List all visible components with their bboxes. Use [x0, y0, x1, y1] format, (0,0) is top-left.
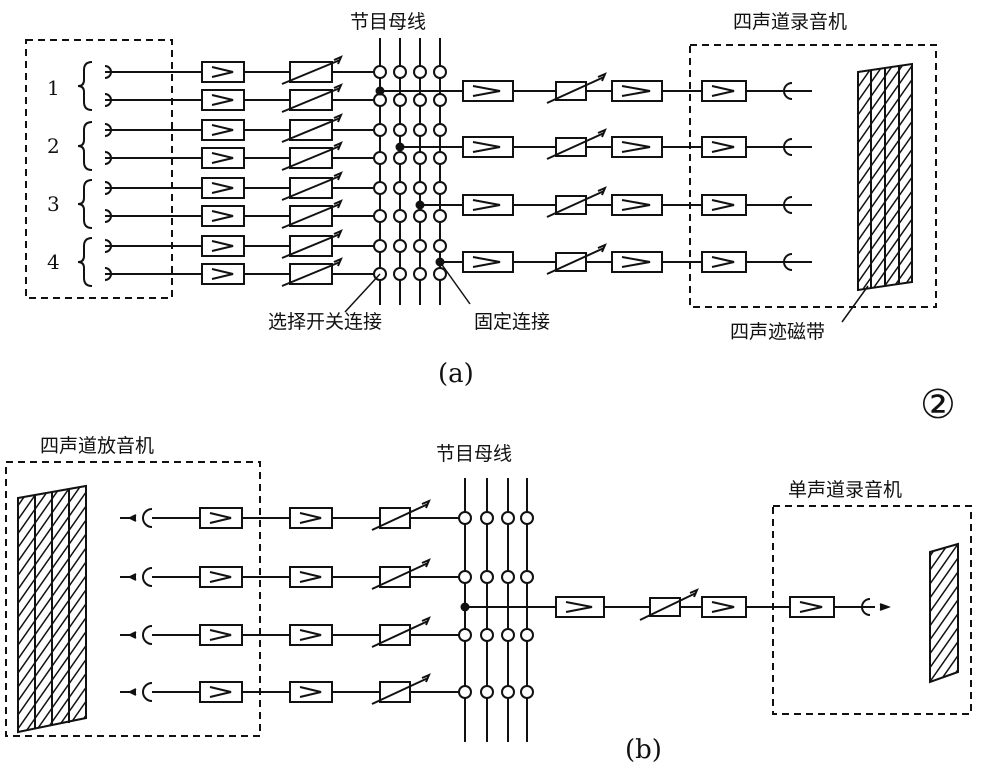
mono-recorder-box [772, 505, 972, 715]
input-row [104, 83, 380, 113]
group-number-4: 4 [47, 250, 60, 274]
mono-tape [929, 542, 959, 684]
diagram-a [25, 38, 937, 323]
fixed-connection-label: 固定连接 [474, 311, 550, 333]
input-row [104, 229, 380, 259]
diagram-b [5, 461, 972, 742]
bus-title-b: 节目母线 [436, 443, 512, 465]
program-bus-b [464, 478, 528, 742]
input-row [104, 171, 380, 201]
caption-a: (a) [438, 359, 474, 389]
output-channel-rows [375, 86, 812, 267]
player-title-b: 四声道放音机 [40, 435, 154, 457]
four-channel-player-box [5, 461, 261, 737]
input-row [104, 55, 380, 85]
output-row-components [462, 72, 793, 275]
four-channel-recorder-box [689, 44, 937, 308]
input-source-box [25, 39, 173, 299]
input-channel-rows [104, 55, 380, 287]
four-track-tape-a [857, 62, 913, 292]
group-braces [77, 61, 93, 287]
recorder-title-b: 单声道录音机 [788, 479, 902, 501]
tape-label-a: 四声迹磁带 [730, 321, 825, 343]
figure-number: ② [920, 382, 956, 428]
recorder-title-a: 四声道录音机 [733, 11, 847, 33]
player-rows [120, 499, 464, 705]
mono-output-row [460, 588, 891, 621]
program-bus-a [379, 38, 441, 305]
bus-switch-points-a [373, 65, 447, 281]
input-row [104, 257, 380, 287]
input-row [104, 113, 380, 143]
four-track-tape-b [17, 484, 87, 734]
leader-lines-a [344, 261, 869, 323]
select-switch-label: 选择开关连接 [268, 311, 382, 333]
bus-title-a: 节目母线 [350, 11, 426, 33]
group-number-3: 3 [47, 192, 60, 216]
caption-b: (b) [625, 735, 662, 765]
group-number-1: 1 [47, 76, 60, 100]
input-row [104, 199, 380, 229]
bus-switch-points-b [458, 511, 534, 699]
input-row [104, 141, 380, 171]
group-number-2: 2 [47, 134, 60, 158]
